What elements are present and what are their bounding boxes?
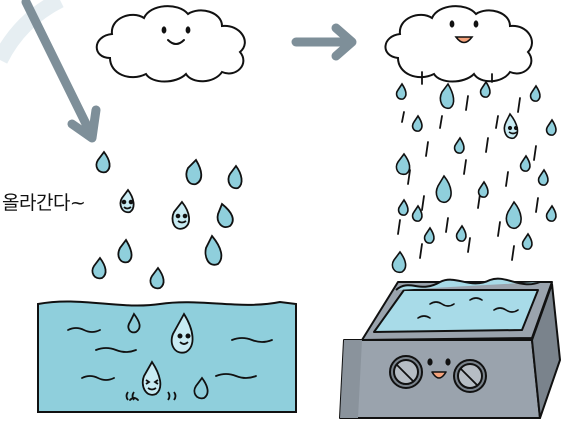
happy-cloud-icon bbox=[385, 6, 532, 81]
smiling-cloud-icon bbox=[97, 6, 245, 81]
falling-drops bbox=[392, 82, 556, 272]
water-pool bbox=[38, 301, 296, 412]
rising-drops bbox=[92, 152, 241, 288]
arrow-right-icon bbox=[296, 28, 352, 56]
falling-rain bbox=[398, 72, 538, 260]
arrow-down-right-icon bbox=[26, 2, 96, 138]
rising-caption: 올라간다~ bbox=[2, 188, 85, 215]
smiling-water-tank-icon bbox=[340, 279, 560, 418]
